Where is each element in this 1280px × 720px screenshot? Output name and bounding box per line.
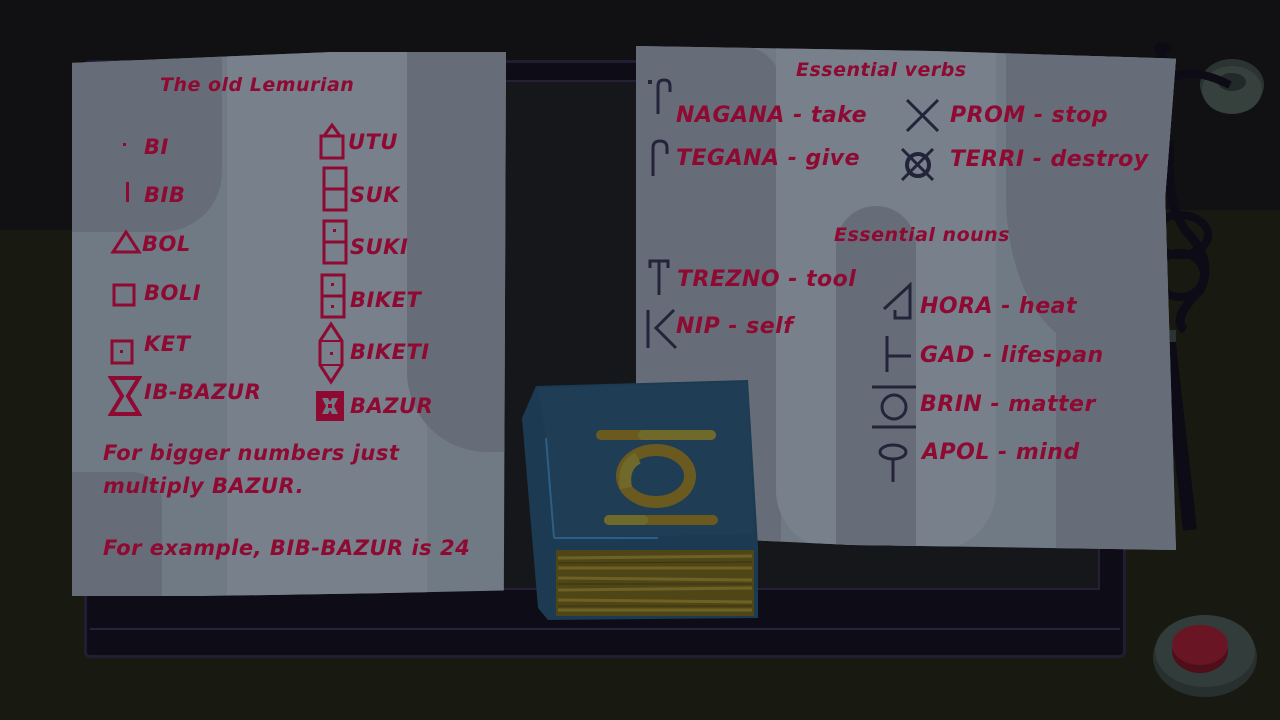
numerals-note — [72, 52, 506, 596]
red-button[interactable] — [1150, 605, 1260, 700]
crossed-circle-glyph-icon — [899, 146, 937, 184]
verb-label: TERRI - destroy — [950, 147, 1149, 172]
double-square-two-dots-glyph-icon — [319, 272, 347, 320]
numeral-label: BOL — [142, 232, 191, 256]
numeral-label: BIB — [144, 183, 186, 207]
numeral-label: KET — [144, 332, 191, 356]
tray-lip — [90, 628, 1120, 630]
noun-label: BRIN - matter — [920, 392, 1096, 417]
hexagon-dot-glyph-icon — [316, 321, 346, 385]
example-line: For example, BIB-BAZUR is 24 — [103, 536, 471, 560]
numeral-label: BIKETI — [350, 340, 430, 364]
noun-label: APOL - mind — [922, 440, 1080, 465]
numeral-label: BIKET — [350, 288, 422, 312]
pin-glyph-icon — [876, 442, 912, 484]
dotted-arch-glyph-icon — [646, 76, 682, 116]
dot-glyph-icon — [120, 140, 130, 150]
barred-circle-glyph-icon — [870, 384, 918, 432]
house-glyph-icon — [318, 122, 346, 162]
note-line-2: multiply BAZUR. — [103, 474, 305, 498]
noun-label: TREZNO - tool — [677, 267, 857, 292]
noun-label: NIP - self — [676, 314, 794, 339]
verb-label: NAGANA - take — [676, 103, 868, 128]
dotted-square-glyph-icon — [109, 338, 135, 366]
triangle-glyph-icon — [110, 229, 142, 255]
numeral-label: BOLI — [144, 281, 202, 305]
noun-label: GAD - lifespan — [920, 343, 1104, 368]
bar-glyph-icon — [124, 180, 132, 204]
nouns-title: Essential nouns — [834, 224, 1010, 246]
noun-label: HORA - heat — [920, 294, 1077, 319]
filled-cross-square-glyph-icon — [315, 390, 345, 422]
x-glyph-icon — [904, 97, 942, 135]
note-line-1: For bigger numbers just — [103, 441, 400, 465]
double-square-glyph-icon — [321, 165, 349, 213]
vocabulary-note — [636, 46, 1176, 550]
numeral-label: IB-BAZUR — [144, 380, 262, 404]
hourglass-glyph-icon — [108, 375, 142, 417]
verbs-title: Essential verbs — [796, 59, 967, 81]
double-square-dot-glyph-icon — [321, 218, 349, 266]
numeral-label: BAZUR — [350, 394, 434, 418]
arch-glyph-icon — [648, 138, 678, 178]
numeral-label: SUK — [350, 183, 400, 207]
numeral-label: UTU — [348, 130, 398, 154]
numeral-label: SUKI — [350, 235, 409, 259]
verb-label: PROM - stop — [950, 103, 1109, 128]
square-glyph-icon — [111, 282, 137, 308]
flag-glyph-icon — [881, 282, 915, 322]
blue-book[interactable] — [518, 378, 760, 620]
side-t-glyph-icon — [881, 334, 915, 374]
bar-chevron-glyph-icon — [644, 308, 680, 350]
verb-label: TEGANA - give — [676, 146, 861, 171]
numerals-title: The old Lemurian — [160, 74, 355, 96]
t-glyph-icon — [647, 258, 671, 298]
numeral-label: BI — [144, 135, 169, 159]
